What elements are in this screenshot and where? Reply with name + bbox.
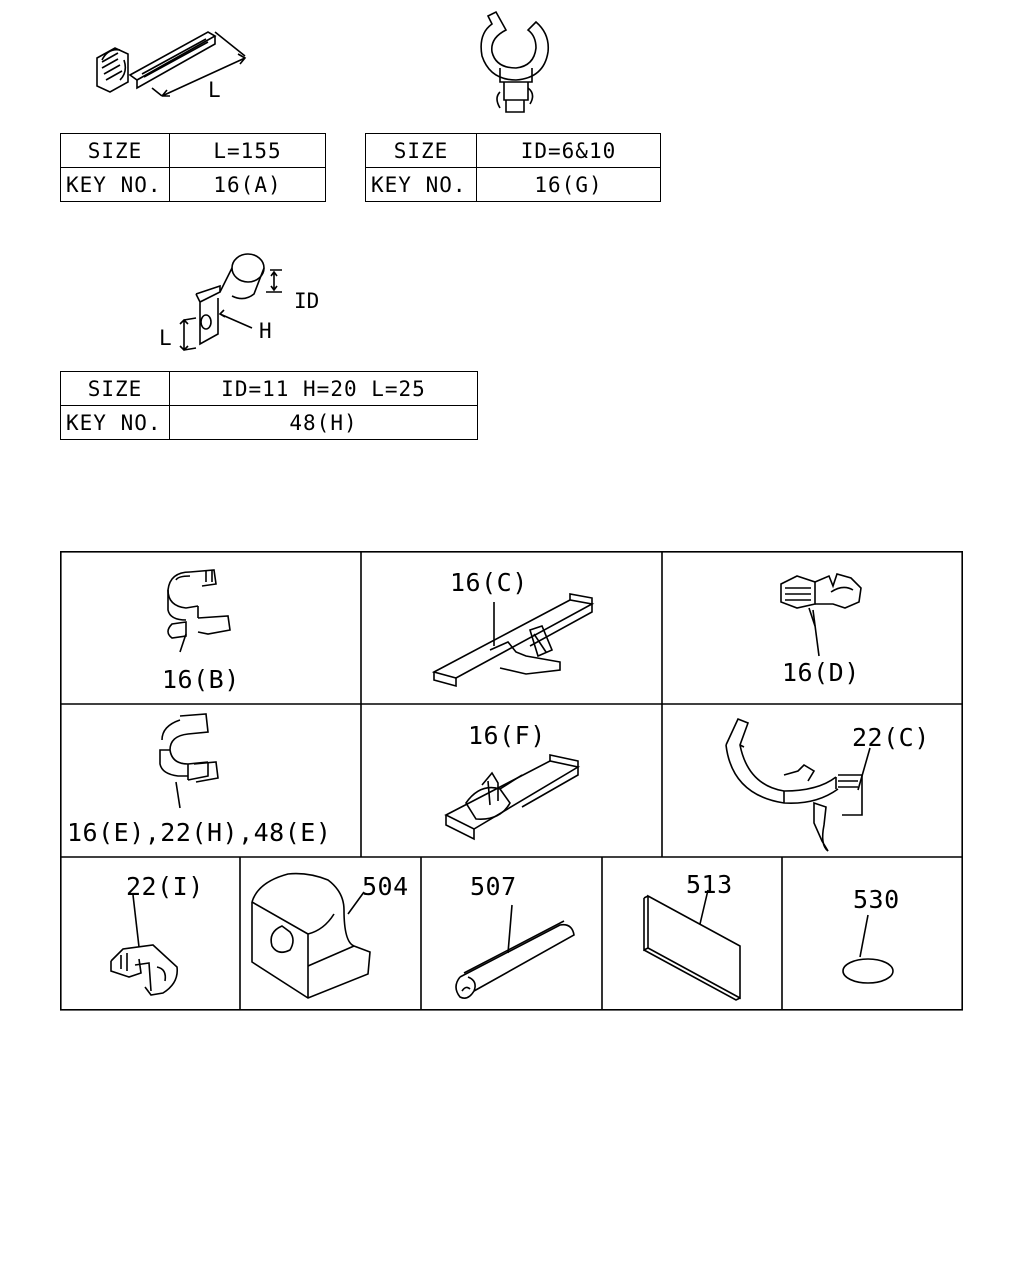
part-label-16b: 16(B) <box>162 665 240 694</box>
part-label-16f: 16(F) <box>468 721 546 750</box>
dimension-h-label: H <box>259 319 272 343</box>
dimension-l-label: L <box>208 78 221 102</box>
clip-16e-illustration <box>159 713 219 809</box>
clamp-16a-illustration <box>96 31 247 97</box>
size-value: L=155 <box>169 133 326 168</box>
grommet-504-illustration <box>251 872 371 999</box>
key-no-label: KEY NO. <box>60 167 170 202</box>
dimension-id-label: ID <box>294 289 320 313</box>
clamp-22c-illustration <box>725 717 863 852</box>
key-no-label: KEY NO. <box>365 167 477 202</box>
clip-16d-illustration <box>780 573 862 627</box>
part-label-504: 504 <box>362 872 409 901</box>
leader-22c <box>857 747 871 791</box>
key-no-value: 48(H) <box>169 405 478 440</box>
size-value: ID=11 H=20 L=25 <box>169 371 478 406</box>
part-label-22i: 22(I) <box>126 872 204 901</box>
key-no-value: 16(G) <box>476 167 661 202</box>
part-label-16d: 16(D) <box>782 658 860 687</box>
leader-16d <box>812 609 820 657</box>
size-label: SIZE <box>60 133 170 168</box>
part-label-22c: 22(C) <box>852 723 930 752</box>
dimension-l-label: L <box>159 326 172 350</box>
trim-507-illustration <box>455 904 575 999</box>
clip-16f-illustration <box>444 754 581 841</box>
pad-513-illustration <box>643 889 741 1001</box>
key-no-value: 16(A) <box>169 167 326 202</box>
part-label-507: 507 <box>470 872 517 901</box>
clip-22i-illustration <box>110 894 179 996</box>
size-label: SIZE <box>60 371 170 406</box>
size-label: SIZE <box>365 133 477 168</box>
clip-16b-illustration <box>167 569 231 653</box>
clamp-16g-illustration <box>480 10 550 113</box>
spec-table-16g: SIZE ID=6&10 KEY NO. 16(G) <box>365 133 661 202</box>
spec-table-48h: SIZE ID=11 H=20 L=25 KEY NO. 48(H) <box>60 371 478 440</box>
part-label-513: 513 <box>686 870 733 899</box>
size-value: ID=6&10 <box>476 133 661 168</box>
plug-530-illustration <box>842 914 894 984</box>
clamp-48h-illustration <box>179 253 282 352</box>
part-label-530: 530 <box>853 885 900 914</box>
spec-table-16a: SIZE L=155 KEY NO. 16(A) <box>60 133 326 202</box>
key-no-label: KEY NO. <box>60 405 170 440</box>
part-label-16c: 16(C) <box>450 568 528 597</box>
part-label-16e-22h-48e: 16(E),22(H),48(E) <box>67 818 332 847</box>
clip-16c-illustration <box>431 593 595 688</box>
parts-grid-lines <box>60 551 964 1011</box>
